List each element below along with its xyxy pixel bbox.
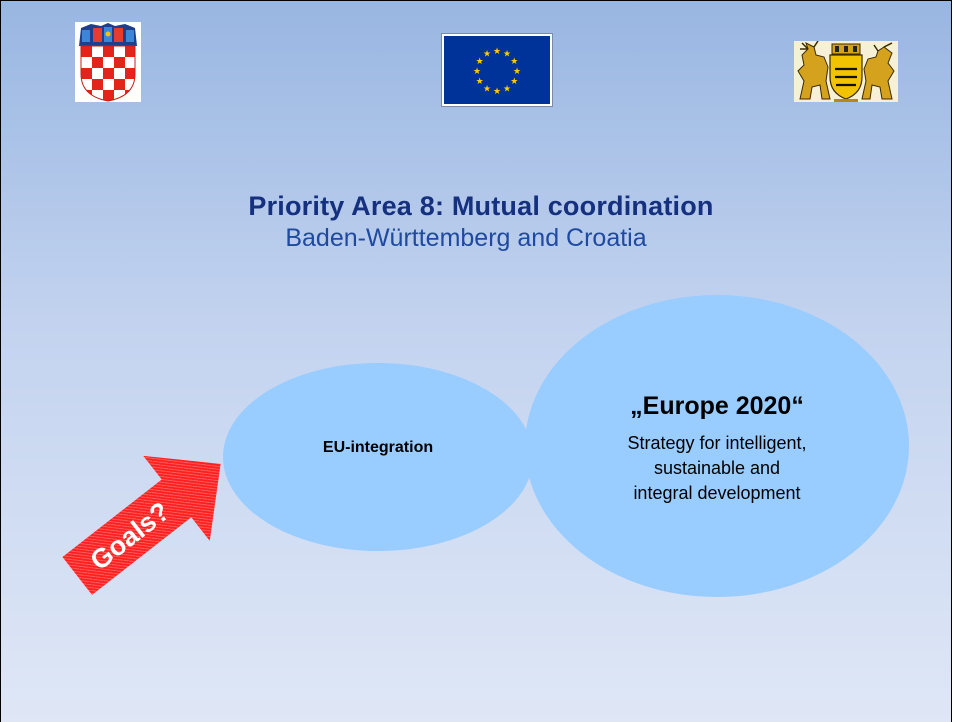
svg-text:★: ★ — [510, 77, 518, 87]
svg-text:★: ★ — [513, 67, 521, 77]
eu-flag-icon: ★ ★ ★ ★ ★ ★ ★ ★ ★ ★ ★ ★ — [444, 36, 550, 104]
slide-subtitle: Baden-Württemberg and Croatia — [285, 224, 647, 252]
svg-text:★: ★ — [483, 50, 491, 60]
svg-text:★: ★ — [510, 57, 518, 67]
svg-text:★: ★ — [476, 77, 484, 87]
europe-2020-heading: „Europe 2020“ — [630, 392, 804, 420]
baden-wuerttemberg-coat-of-arms-icon — [794, 41, 898, 102]
svg-text:★: ★ — [483, 84, 491, 94]
svg-text:★: ★ — [493, 47, 501, 57]
eu-integration-label: EU-integration — [322, 439, 434, 456]
svg-text:★: ★ — [476, 57, 484, 67]
europe-2020-description: Strategy for intelligent, sustainable an… — [525, 431, 909, 506]
description-line: sustainable and — [653, 458, 781, 478]
svg-text:★: ★ — [473, 67, 481, 77]
description-line: Strategy for intelligent, — [627, 433, 807, 453]
eu-flag-logo: ★ ★ ★ ★ ★ ★ ★ ★ ★ ★ ★ ★ — [441, 33, 553, 107]
description-line: integral development — [633, 483, 801, 503]
svg-text:★: ★ — [493, 87, 501, 97]
goals-arrow-icon: Goals? — [62, 455, 221, 595]
title-block: Priority Area 8: Mutual coordination Bad… — [181, 191, 781, 253]
europe-2020-ellipse — [525, 295, 909, 597]
eu-integration-ellipse — [223, 363, 533, 551]
slide-title: Priority Area 8: Mutual coordination — [248, 191, 714, 221]
svg-text:★: ★ — [503, 50, 511, 60]
svg-text:★: ★ — [503, 84, 511, 94]
croatia-coat-of-arms-icon — [75, 22, 141, 102]
